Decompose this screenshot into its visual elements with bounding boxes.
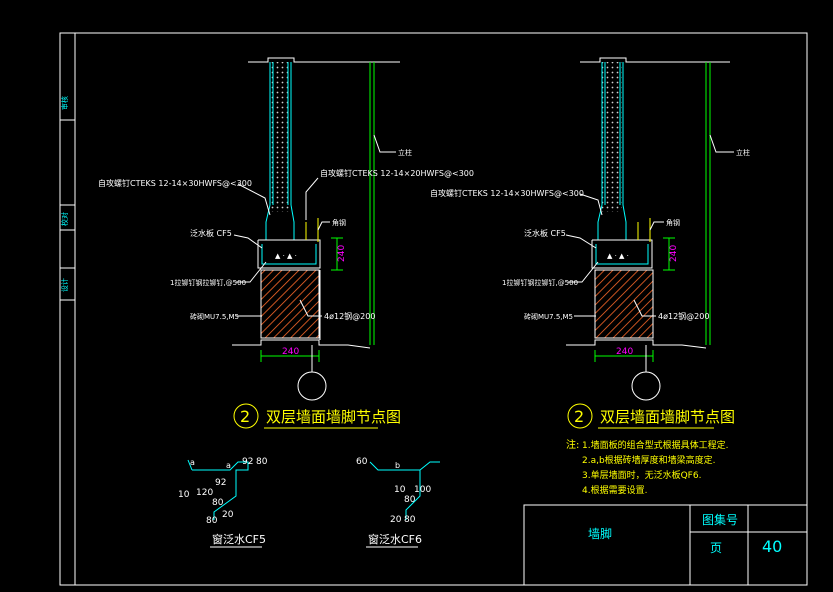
- right-dim-width: 240: [616, 347, 633, 357]
- left-label-rivet: 1拉铆钉钢拉铆钉,@500: [170, 278, 246, 287]
- notes-heading: 注:: [566, 438, 579, 451]
- left-label-column: 立柱: [398, 148, 412, 157]
- left-label-flashing: 泛水板 CF5: [190, 228, 232, 238]
- right-dim-height: 240: [669, 245, 679, 262]
- cf6-label: 窗泛水CF6: [368, 532, 422, 546]
- cf5-label: 窗泛水CF5: [212, 532, 266, 546]
- left-dim-height: 240: [337, 245, 347, 262]
- left-label-screw-lower: 自攻螺钉CTEKS 12-14×30HWFS@<300: [98, 178, 252, 188]
- cf5-dim-92: 92: [242, 457, 253, 467]
- profile-cf5: a a 92 80 92 10 120 80 80 20 窗泛水CF5: [178, 457, 268, 548]
- cf5-dim-92b: 92: [215, 478, 226, 488]
- right-label-column: 立柱: [736, 148, 750, 157]
- left-label-masonry: 砖砌MU7.5,M5: [190, 312, 239, 321]
- sheet-border: [59, 32, 808, 586]
- left-dim-width: 240: [282, 347, 299, 357]
- cf5-dim-80b: 80: [212, 498, 224, 508]
- cf5-dim-a: a: [226, 461, 231, 470]
- title-block-page-label: 页: [710, 541, 722, 555]
- note-item: 4.根据需要设置.: [582, 484, 647, 496]
- cf6-dim-100: 100: [414, 485, 431, 495]
- drawing-frame: [74, 32, 808, 586]
- cf5-dim-80: 80: [256, 457, 268, 467]
- side-tab-review: 审核: [60, 96, 69, 110]
- note-item: 3.单层墙面时，无泛水板QF6.: [582, 469, 701, 481]
- cf6-dim-80: 80: [404, 495, 416, 505]
- cf6-dim-20: 20: [390, 515, 402, 525]
- right-label-masonry: 砖砌MU7.5,M5: [524, 312, 573, 321]
- left-label-screw-upper: 自攻螺钉CTEKS 12-14×20HWFS@<300: [320, 168, 474, 178]
- left-label-angle: 角钢: [332, 218, 346, 227]
- right-label-rivet: 1拉铆钉钢拉铆钉,@500: [502, 278, 578, 287]
- side-tab-check: 校对: [60, 212, 69, 226]
- right-label-rebar: 4ø12钢@200: [658, 311, 709, 321]
- right-label-flashing: 泛水板 CF5: [524, 228, 566, 238]
- title-block: 墙脚 图集号 页 40: [523, 504, 808, 586]
- cf6-dim-60: 60: [356, 457, 368, 467]
- right-title-number: 2: [574, 407, 584, 426]
- note-item: 2.a,b根据砖墙厚度和墙梁高度定.: [582, 454, 716, 466]
- notes: 注: 1.墙面板的组合型式根据具体工程定. 2.a,b根据砖墙厚度和墙梁高度定.…: [566, 438, 728, 496]
- side-tabs: 审核 校对 设计: [60, 96, 75, 301]
- svg-text:▲ · ▲ ·: ▲ · ▲ ·: [607, 252, 629, 260]
- right-node-detail: ▲ · ▲ · 240 240 自攻螺钉CTEKS 12-14×30HWFS@<…: [430, 57, 750, 429]
- cf5-dim-80c: 80: [206, 516, 218, 526]
- cf5-dim-10: 10: [178, 490, 190, 500]
- cf6-dim-b: b: [395, 461, 400, 470]
- cf6-dim-80b: 80: [404, 515, 416, 525]
- right-label-screw-lower: 自攻螺钉CTEKS 12-14×30HWFS@<300: [430, 188, 584, 198]
- right-title: 双层墙面墙脚节点图: [600, 408, 735, 426]
- left-title-number: 2: [240, 407, 250, 426]
- cf6-dim-10: 10: [394, 485, 406, 495]
- cf5-dim-20: 20: [222, 510, 234, 520]
- side-tab-design: 设计: [60, 278, 69, 292]
- title-block-atlas-label: 图集号: [702, 512, 738, 527]
- title-block-name: 墙脚: [588, 526, 612, 541]
- svg-text:a: a: [190, 458, 195, 467]
- left-label-rebar: 4ø12钢@200: [324, 311, 375, 321]
- profile-cf6: 60 b 10 80 100 20 80 窗泛水CF6: [356, 457, 440, 548]
- cf5-dim-120: 120: [196, 488, 213, 498]
- left-node-detail: ▲ · ▲ · 240 240 自攻螺钉CTEKS 12-14×30HWFS@<…: [98, 57, 474, 429]
- title-block-page-number: 40: [762, 537, 782, 556]
- right-label-angle: 角钢: [666, 218, 680, 227]
- note-item: 1.墙面板的组合型式根据具体工程定.: [582, 439, 728, 451]
- svg-text:▲ · ▲ ·: ▲ · ▲ ·: [275, 252, 297, 260]
- left-title: 双层墙面墙脚节点图: [266, 408, 401, 426]
